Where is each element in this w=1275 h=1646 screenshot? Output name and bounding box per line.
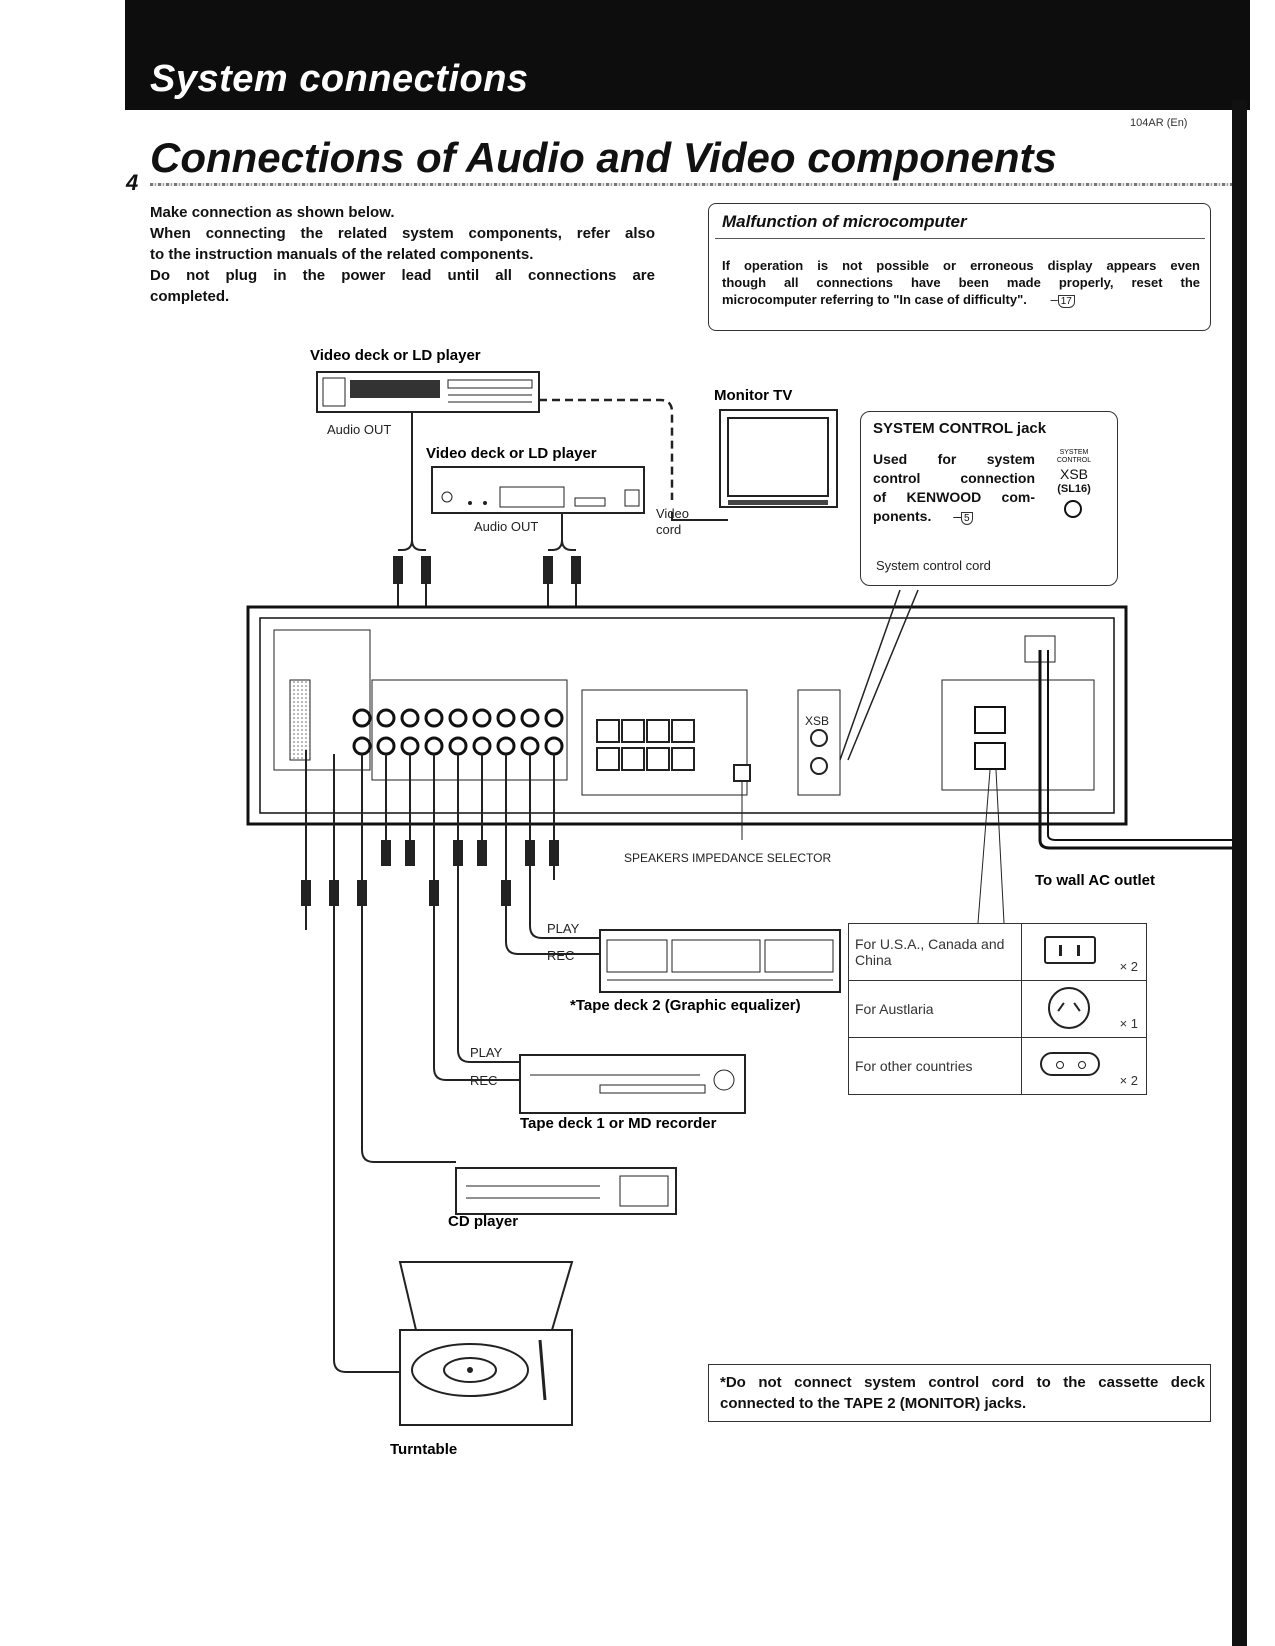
label-video-deck-1: Video deck or LD player [310, 347, 481, 364]
table-row: For Austlaria × 1 [848, 980, 1147, 1038]
malfunction-line: If operation is not possible or erroneou… [722, 258, 1200, 273]
intro-line: Do not plug in the power lead until all … [150, 267, 655, 284]
malfunction-title: Malfunction of microcomputer [722, 212, 967, 231]
intro-line: Make connection as shown below. [150, 204, 395, 221]
table-row: For other countries × 2 [848, 1037, 1147, 1095]
intro-line: to the instruction manuals of the relate… [150, 246, 534, 263]
label-monitor-tv: Monitor TV [714, 387, 792, 404]
intro-text: Make connection as shown below. When con… [150, 202, 655, 307]
outlet-count: × 2 [1119, 959, 1138, 974]
system-control-line: of KENWOOD com- [873, 489, 1035, 505]
tape-deck-1 [519, 1054, 746, 1114]
label-audio-out-1: Audio OUT [327, 422, 391, 437]
outlet-region: For U.S.A., Canada and China [848, 923, 1022, 981]
label-video-deck-2: Video deck or LD player [426, 445, 597, 462]
video-deck-2 [431, 466, 645, 514]
system-control-line: ponents. [873, 508, 932, 524]
note-box [708, 1364, 1211, 1422]
intro-line: When connecting the related system compo… [150, 225, 655, 242]
turntable [398, 1261, 574, 1426]
jack-label: XSB [1059, 466, 1088, 482]
tape-deck-2 [599, 929, 841, 993]
malfunction-divider [715, 238, 1205, 239]
label-tape-deck-2: *Tape deck 2 (Graphic equalizer) [570, 997, 801, 1014]
label-rec-2: REC [470, 1073, 497, 1088]
system-control-box [860, 411, 1118, 586]
table-row: For U.S.A., Canada and China × 2 [848, 923, 1147, 981]
jack-label-small: SYSTEM CONTROL [1056, 449, 1092, 464]
label-video-cord-1: Video [656, 506, 689, 521]
cd-player [455, 1167, 677, 1215]
outlet-au-icon [1048, 987, 1090, 1029]
system-control-title: SYSTEM CONTROL jack [873, 420, 1047, 437]
outlet-region: For other countries [848, 1037, 1022, 1095]
page-ref-icon: 17 [1057, 295, 1075, 308]
note-line: connected to the TAPE 2 (MONITOR) jacks. [720, 1395, 1027, 1412]
label-to-wall: To wall AC outlet [1035, 872, 1155, 889]
header-bar [125, 0, 1250, 110]
system-control-jack-icon [1064, 500, 1082, 518]
outlet-count: × 1 [1119, 1016, 1138, 1031]
note-line: *Do not connect system control cord to t… [720, 1374, 1205, 1391]
outlet-eu-icon [1040, 1052, 1100, 1076]
label-play-2: PLAY [470, 1045, 503, 1060]
page-header-title: System connections [150, 58, 529, 100]
label-turntable: Turntable [390, 1441, 457, 1458]
system-control-cord-label: System control cord [876, 558, 991, 573]
receiver-rear-panel: XSB [246, 605, 1128, 826]
label-video-cord-2: cord [656, 522, 681, 537]
intro-line: completed. [150, 288, 230, 305]
label-speakers-selector: SPEAKERS IMPEDANCE SELECTOR [624, 851, 832, 865]
malfunction-line: though all connections have been made pr… [722, 275, 1200, 290]
system-control-line: control connection [873, 470, 1035, 486]
label-play-1: PLAY [547, 921, 580, 936]
outlet-region: For Austlaria [848, 980, 1022, 1038]
malfunction-text: If operation is not possible or erroneou… [722, 258, 1200, 308]
label-rec-1: REC [547, 948, 574, 963]
outlet-us-icon [1044, 936, 1096, 964]
outlet-count: × 2 [1119, 1073, 1138, 1088]
page-edge-bar [1232, 100, 1247, 1646]
label-audio-out-2: Audio OUT [474, 519, 538, 534]
svg-text:XSB: XSB [805, 714, 829, 728]
section-title: Connections of Audio and Video component… [150, 134, 1057, 181]
malfunction-box [708, 203, 1211, 331]
malfunction-line: microcomputer referring to "In case of d… [722, 292, 1027, 307]
video-deck-1 [316, 371, 540, 413]
label-tape-deck-1: Tape deck 1 or MD recorder [520, 1115, 717, 1132]
system-control-line: Used for system [873, 451, 1035, 467]
monitor-tv [719, 409, 838, 508]
title-underline [150, 183, 1232, 186]
system-control-text: Used for system control connection of KE… [873, 451, 1035, 525]
jack-sublabel: (SL16) [1057, 483, 1091, 495]
ac-outlet-table: For U.S.A., Canada and China × 2 For Aus… [848, 923, 1147, 1095]
note-text: *Do not connect system control cord to t… [720, 1372, 1205, 1414]
page-number: 4 [126, 170, 139, 195]
label-cd-player: CD player [448, 1213, 518, 1230]
page-ref-icon: 5 [961, 512, 973, 525]
document-code: 104AR (En) [1130, 117, 1188, 129]
